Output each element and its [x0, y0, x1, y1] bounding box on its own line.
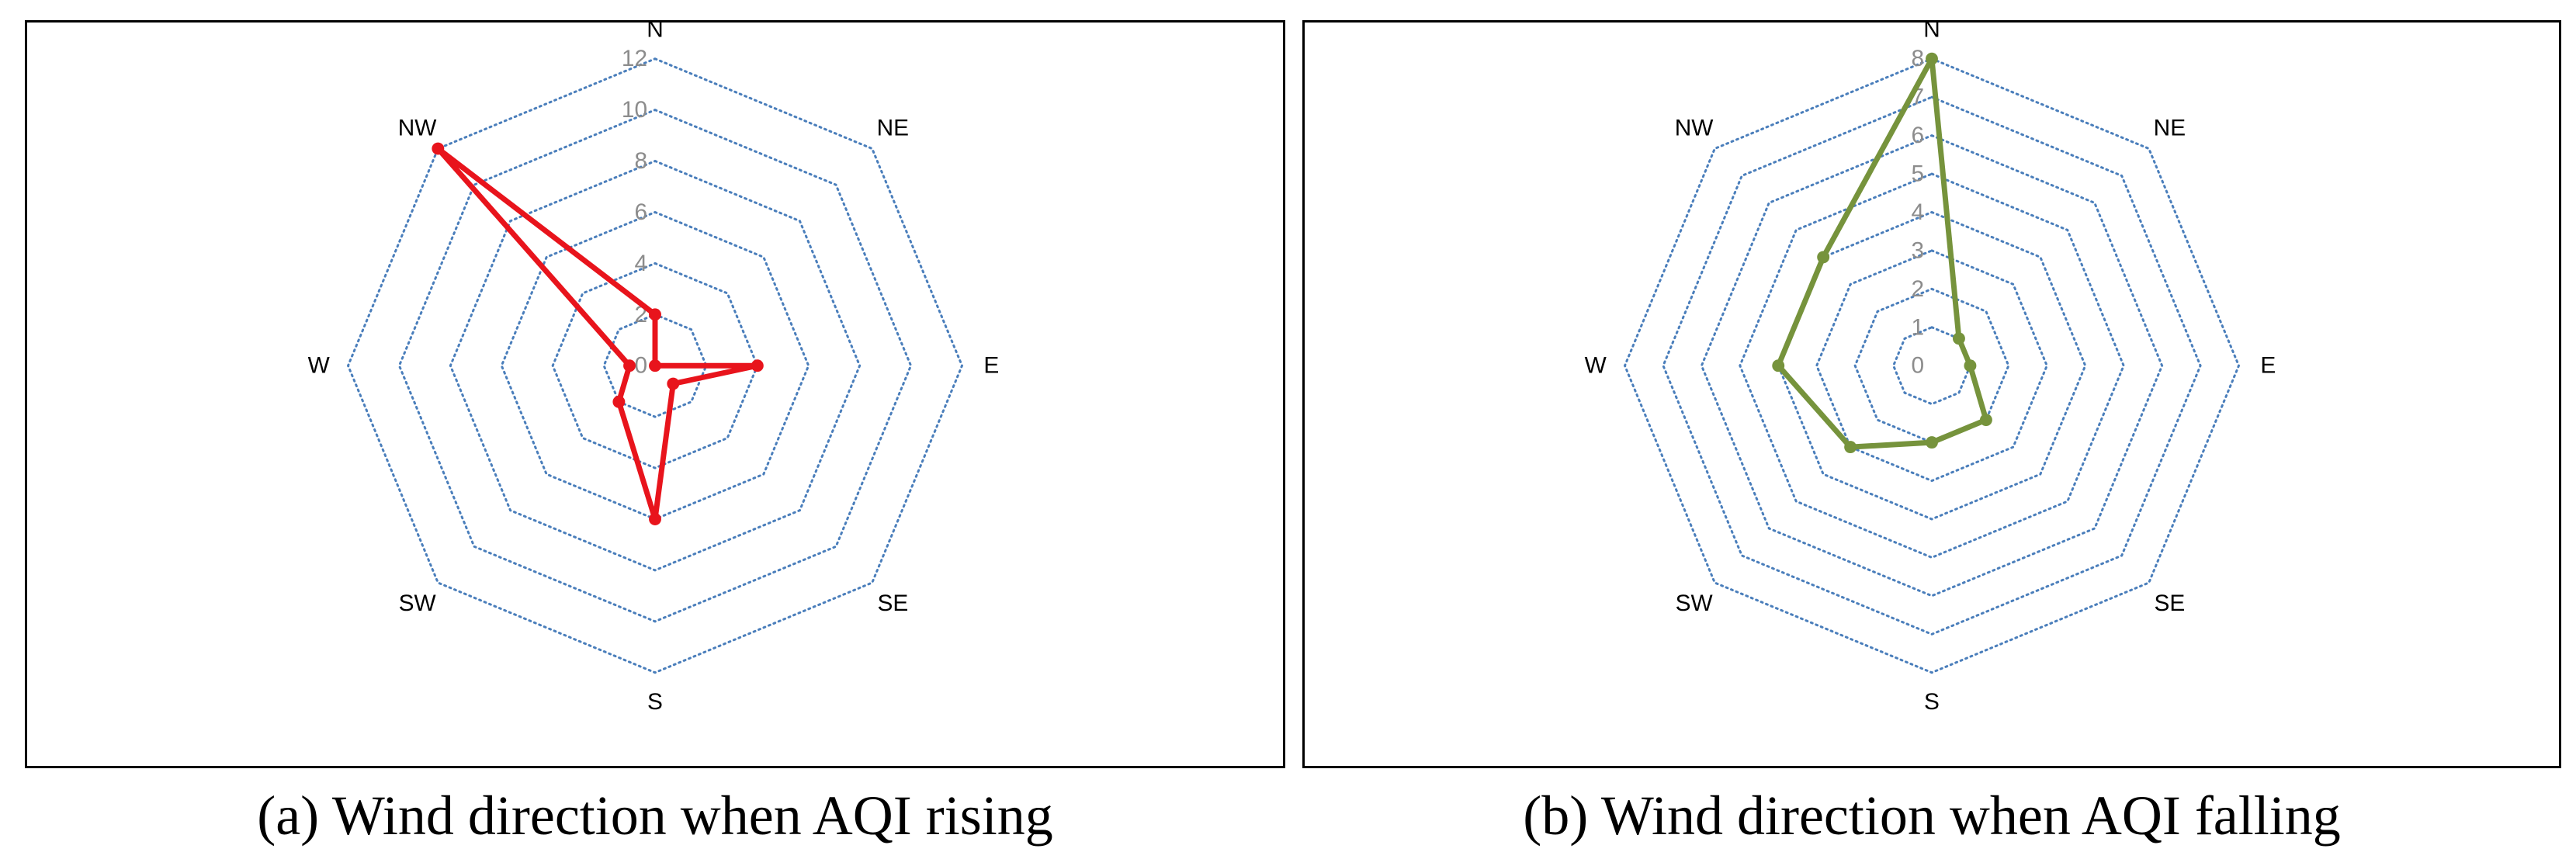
tick-label-rising: 0 [634, 353, 647, 379]
direction-label-se: SE [878, 591, 909, 616]
grid-ring-falling [1739, 172, 2125, 559]
data-point-n-rising [649, 308, 661, 321]
grid-ring-rising [551, 262, 759, 469]
direction-label-nw: NW [398, 115, 438, 140]
tick-label-rising: 10 [622, 97, 647, 123]
tick-label-falling: 6 [1911, 123, 1924, 148]
grid-ring-falling [1662, 95, 2202, 636]
data-point-nw-falling [1817, 251, 1830, 264]
direction-label-nw: NW [1675, 115, 1714, 140]
grid-ring-falling [1623, 57, 2241, 674]
tick-label-rising: 8 [634, 148, 647, 174]
data-point-s-rising [649, 513, 661, 525]
data-point-ne-rising [649, 359, 661, 372]
direction-label-sw: SW [399, 591, 437, 616]
grid-ring-rising [346, 57, 964, 674]
data-point-e-falling [1964, 359, 1977, 372]
direction-label-e: E [2260, 353, 2276, 379]
direction-label-s: S [647, 689, 663, 715]
data-point-w-falling [1772, 359, 1785, 372]
data-point-ne-falling [1953, 332, 1965, 345]
grid-ring-rising [602, 313, 708, 418]
grid-ring-rising [397, 109, 913, 623]
tick-label-falling: 8 [1911, 46, 1924, 71]
direction-label-sw: SW [1676, 591, 1714, 616]
tick-label-falling: 4 [1911, 199, 1924, 225]
direction-label-w: W [1585, 353, 1607, 379]
data-point-w-rising [623, 359, 636, 372]
direction-label-n: N [1923, 23, 1940, 42]
direction-label-se: SE [2155, 591, 2186, 616]
direction-label-n: N [647, 23, 664, 42]
direction-label-ne: NE [2154, 115, 2186, 140]
data-point-se-rising [667, 377, 680, 390]
data-point-n-falling [1926, 52, 1938, 65]
series-line-falling [1775, 56, 1989, 450]
caption-falling: (b) Wind direction when AQI falling [1523, 785, 2341, 847]
tick-label-falling: 2 [1911, 276, 1924, 302]
direction-label-s: S [1924, 689, 1940, 715]
data-point-sw-falling [1844, 441, 1857, 454]
grid-ring-rising [449, 159, 862, 572]
direction-label-e: E [983, 353, 999, 379]
grid-ring-falling [1815, 249, 2048, 483]
data-point-s-falling [1926, 436, 1938, 449]
data-point-se-falling [1979, 414, 1992, 427]
data-point-sw-rising [612, 395, 626, 408]
series-line-rising [435, 146, 761, 522]
tick-label-rising: 4 [634, 251, 647, 276]
tick-label-rising: 12 [622, 46, 647, 71]
direction-label-w: W [308, 353, 331, 379]
data-point-e-rising [751, 359, 764, 372]
tick-label-falling: 3 [1911, 237, 1924, 263]
grid-ring-falling [1700, 133, 2164, 598]
tick-label-falling: 1 [1911, 314, 1924, 340]
direction-label-ne: NE [877, 115, 909, 140]
tick-label-rising: 6 [634, 199, 647, 225]
tick-label-falling: 5 [1911, 161, 1924, 187]
caption-rising: (a) Wind direction when AQI rising [257, 785, 1053, 847]
data-point-nw-rising [432, 142, 445, 155]
tick-label-falling: 0 [1911, 353, 1924, 379]
